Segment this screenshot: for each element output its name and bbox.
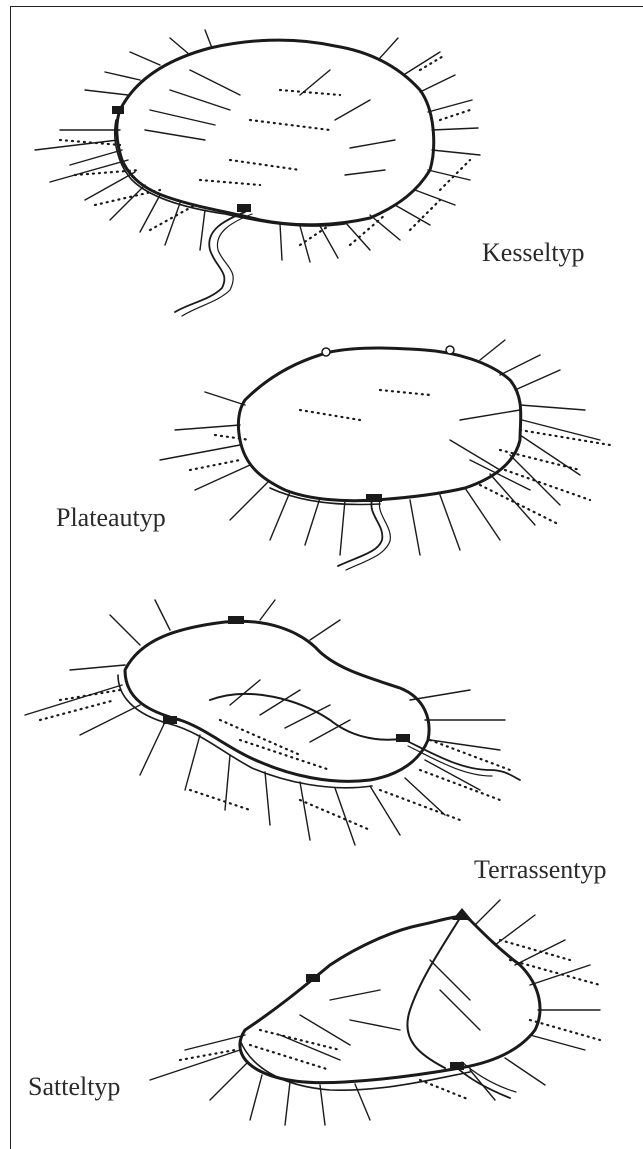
label-satteltyp: Satteltyp <box>28 1072 120 1102</box>
sattel-wall-outer <box>240 917 540 1083</box>
sattel-fortification-sketch <box>150 900 600 1125</box>
kessel-gate <box>237 204 251 212</box>
terrassen-slope-hachures <box>25 600 505 845</box>
kessel-wall-outer <box>117 40 434 225</box>
plateau-tower <box>446 346 454 354</box>
sattel-slope-hachures <box>150 900 600 1125</box>
plateau-wall-outer <box>238 348 520 501</box>
plateau-tower <box>322 348 330 356</box>
terrassen-wall-outer <box>125 621 429 781</box>
kessel-fortification-sketch <box>35 30 480 316</box>
terrassen-gate <box>228 616 244 624</box>
kessel-wall-inner <box>115 120 345 226</box>
kessel-road <box>175 212 245 312</box>
kessel-gate <box>112 106 124 114</box>
label-kesseltyp: Kesseltyp <box>482 238 585 268</box>
sattel-peak <box>452 908 472 920</box>
plateau-slope-dots <box>190 390 610 525</box>
sattel-gate <box>306 974 320 982</box>
sattel-slope-dots <box>180 940 600 1100</box>
label-terrassentyp: Terrassentyp <box>474 855 606 885</box>
kessel-slope-hachures <box>35 30 480 262</box>
terrassen-gate <box>396 734 410 742</box>
sattel-gate <box>450 1062 464 1070</box>
plateau-slope-hachures <box>160 340 600 555</box>
terrassen-road <box>405 740 520 780</box>
terrassen-fortification-sketch <box>25 600 520 845</box>
plateau-fortification-sketch <box>160 340 610 570</box>
sattel-ridge-line <box>407 918 460 1068</box>
label-plateautyp: Plateautyp <box>56 503 166 533</box>
plateau-gate <box>366 494 382 502</box>
sattel-road <box>455 1066 510 1098</box>
